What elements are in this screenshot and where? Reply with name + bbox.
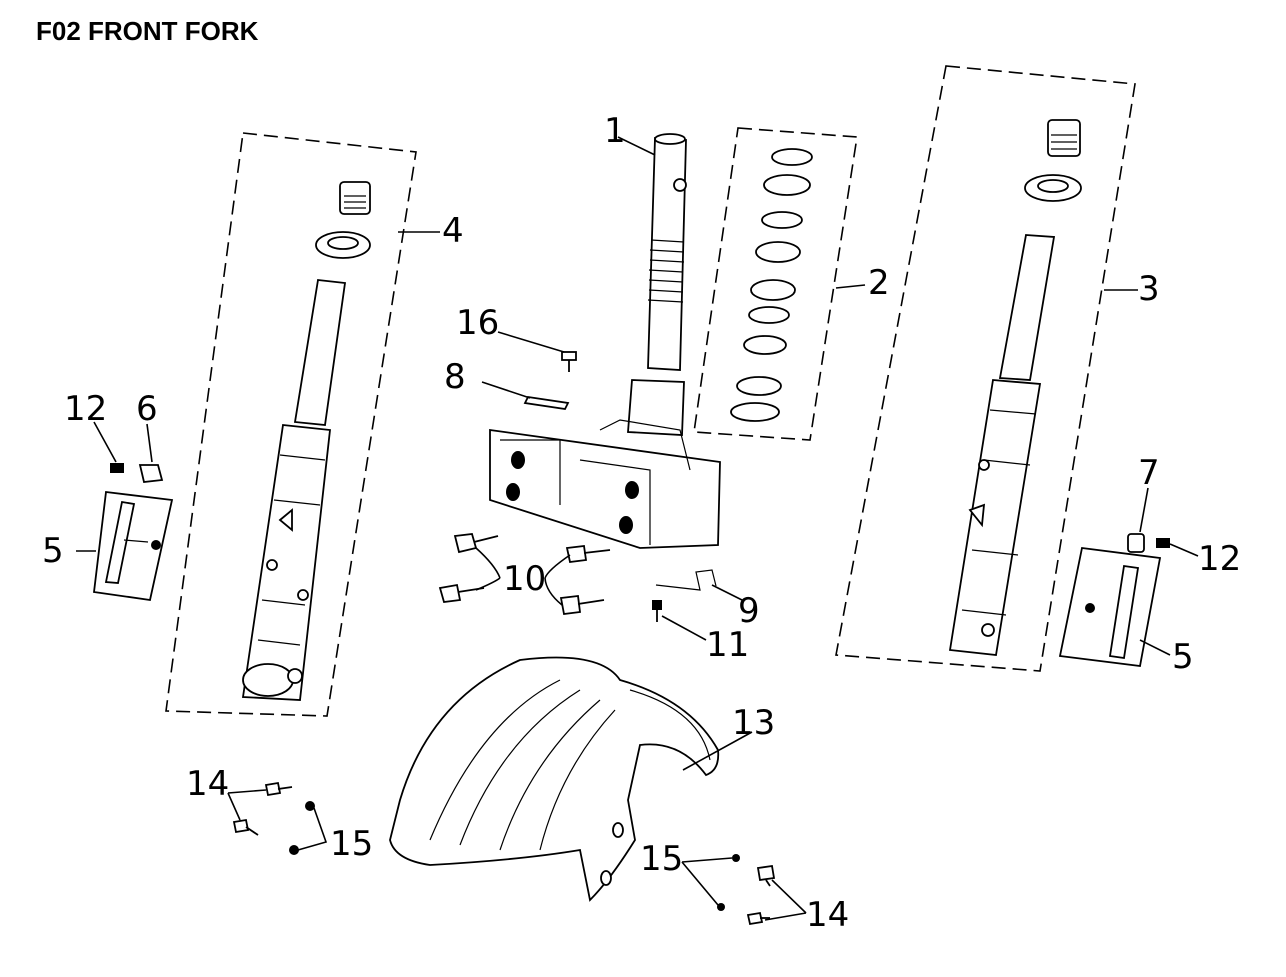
callout-8: 8 xyxy=(444,357,466,397)
callout-1: 1 xyxy=(604,111,626,151)
callout-16: 16 xyxy=(456,303,499,343)
stem-washer-plate xyxy=(523,396,570,410)
callout-12-left: 12 xyxy=(64,389,107,429)
left-fork-assembly: 4 xyxy=(165,132,464,717)
steering-stem-group: 1 xyxy=(489,111,721,549)
steering-bearing-set: 2 xyxy=(693,127,890,441)
front-fender: 13 xyxy=(389,656,775,902)
right-fork-inner-tube xyxy=(998,234,1056,381)
stem-small-parts: 16 8 xyxy=(444,303,577,410)
left-fork-inner-tube xyxy=(293,279,347,426)
front-fender-body xyxy=(389,656,720,902)
right-fender-fasteners: 15 14 xyxy=(640,839,849,935)
callout-10: 10 xyxy=(503,559,546,599)
bearing-set-outline xyxy=(693,127,858,441)
callout-5-left: 5 xyxy=(42,531,64,571)
stem-bolt xyxy=(561,351,577,361)
left-reflector-group: 5 6 12 xyxy=(42,389,174,602)
right-reflector-screw xyxy=(1156,538,1170,548)
left-fork-group-outline xyxy=(165,132,417,717)
right-fork-group-outline xyxy=(835,65,1136,672)
right-reflector-bracket xyxy=(1058,547,1162,667)
left-reflector-clamp xyxy=(138,464,164,483)
callout-14-left: 14 xyxy=(186,764,229,804)
callout-3: 3 xyxy=(1138,269,1160,309)
clip-screw xyxy=(652,600,662,610)
right-reflector-group: 5 7 12 xyxy=(1058,453,1241,677)
right-fork-outer-tube xyxy=(948,379,1042,656)
callout-7: 7 xyxy=(1138,453,1160,493)
callout-6: 6 xyxy=(136,389,158,429)
steering-stem-triple-clamp xyxy=(489,428,721,549)
page-title: F02 FRONT FORK xyxy=(36,16,259,46)
callout-14-right: 14 xyxy=(806,895,849,935)
left-reflector-screw xyxy=(110,463,124,473)
callout-11: 11 xyxy=(706,625,749,665)
callout-2: 2 xyxy=(868,263,890,303)
right-fork-cap-bolt xyxy=(1047,119,1081,157)
left-fork-outer-tube xyxy=(241,424,331,701)
left-fender-fasteners: 14 15 xyxy=(186,764,373,864)
callout-15-left: 15 xyxy=(330,824,373,864)
callout-15-right: 15 xyxy=(640,839,683,879)
callout-13: 13 xyxy=(732,703,775,743)
callout-4: 4 xyxy=(442,211,464,251)
right-fork-assembly: 3 xyxy=(835,65,1160,672)
right-reflector-clamp xyxy=(1127,533,1145,553)
callout-12-right: 12 xyxy=(1198,539,1241,579)
clamp-bolts: 10 xyxy=(438,533,611,615)
brake-hose-clip-group: 9 11 xyxy=(652,569,760,665)
left-fork-cap-bolt xyxy=(339,181,371,215)
steering-stem-shaft xyxy=(647,137,687,371)
callout-5-right: 5 xyxy=(1172,637,1194,677)
brake-hose-clip xyxy=(655,569,717,591)
callout-9: 9 xyxy=(738,591,760,631)
